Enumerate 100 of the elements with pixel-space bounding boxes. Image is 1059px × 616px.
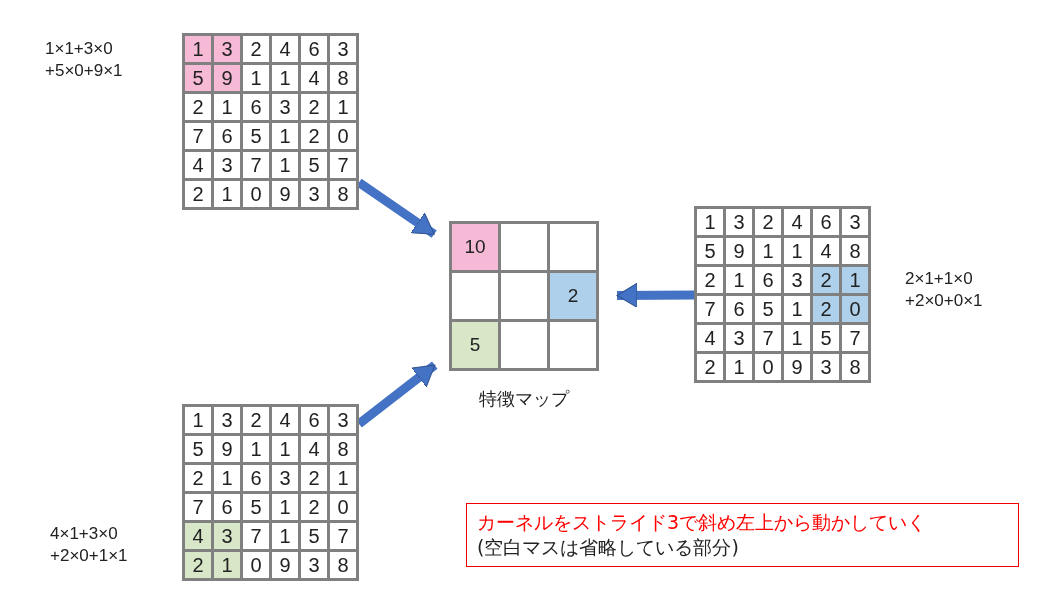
grid-cell: 1 (784, 325, 810, 351)
feature-map-cell (452, 273, 498, 319)
grid-cell: 9 (272, 181, 298, 207)
grid-cell: 1 (272, 494, 298, 520)
grid-cell: 5 (813, 325, 839, 351)
grid-cell: 3 (214, 36, 240, 62)
formula-text: 2×1+1×0 +2×0+0×1 (905, 268, 984, 312)
grid-cell: 3 (784, 267, 810, 293)
grid-cell: 2 (301, 465, 327, 491)
grid-cell: 2 (185, 94, 211, 120)
grid-cell: 3 (301, 552, 327, 578)
grid-cell: 3 (726, 325, 752, 351)
grid-cell: 4 (784, 209, 810, 235)
grid-cell: 9 (214, 436, 240, 462)
feature-map-caption: 特徴マップ (478, 387, 571, 411)
grid-cell: 9 (784, 354, 810, 380)
grid-cell: 4 (272, 407, 298, 433)
grid-cell: 6 (755, 267, 781, 293)
grid-cell: 5 (755, 296, 781, 322)
grid-cell: 5 (301, 152, 327, 178)
grid-cell: 9 (214, 65, 240, 91)
grid-cell: 4 (185, 152, 211, 178)
grid-cell: 1 (755, 238, 781, 264)
grid-cell: 7 (755, 325, 781, 351)
grid-cell: 3 (301, 181, 327, 207)
grid-cell: 2 (813, 267, 839, 293)
feature-map-cell (501, 273, 547, 319)
grid-cell: 1 (784, 238, 810, 264)
grid-cell: 1 (330, 465, 356, 491)
formula-text: 4×1+3×0 +2×0+1×1 (50, 523, 129, 567)
grid-cell: 0 (330, 123, 356, 149)
grid-cell: 7 (185, 123, 211, 149)
grid-cell: 2 (301, 123, 327, 149)
formula-text: 1×1+3×0 +5×0+9×1 (45, 38, 124, 82)
grid-cell: 1 (272, 436, 298, 462)
grid-cell: 6 (813, 209, 839, 235)
grid-cell: 1 (214, 94, 240, 120)
grid-cell: 0 (243, 181, 269, 207)
grid-cell: 1 (272, 65, 298, 91)
grid-cell: 8 (330, 552, 356, 578)
number-grid (182, 33, 359, 210)
grid-cell: 5 (243, 494, 269, 520)
grid-cell: 1 (272, 152, 298, 178)
grid-cell: 3 (214, 523, 240, 549)
grid-cell: 2 (185, 465, 211, 491)
grid-cell: 8 (842, 238, 868, 264)
grid-cell: 7 (185, 494, 211, 520)
grid-cell: 4 (813, 238, 839, 264)
grid-cell: 2 (301, 94, 327, 120)
grid-cell: 2 (185, 181, 211, 207)
block-arrow (616, 282, 695, 308)
grid-cell: 2 (243, 36, 269, 62)
grid-cell: 1 (784, 296, 810, 322)
grid-cell: 1 (185, 407, 211, 433)
feature-map-cell (550, 322, 596, 368)
grid-cell: 3 (272, 94, 298, 120)
grid-cell: 1 (272, 123, 298, 149)
grid-cell: 1 (272, 523, 298, 549)
grid-cell: 3 (214, 407, 240, 433)
grid-cell: 6 (214, 494, 240, 520)
grid-cell: 1 (842, 267, 868, 293)
grid-cell: 3 (842, 209, 868, 235)
grid-cell: 5 (185, 436, 211, 462)
grid-cell: 4 (697, 325, 723, 351)
note-box (466, 503, 1019, 567)
grid-cell: 3 (330, 36, 356, 62)
grid-cell: 4 (272, 36, 298, 62)
grid-cell: 3 (726, 209, 752, 235)
grid-cell: 7 (330, 152, 356, 178)
grid-cell: 2 (813, 296, 839, 322)
grid-cell: 7 (243, 152, 269, 178)
grid-cell: 1 (214, 181, 240, 207)
grid-cell: 3 (272, 465, 298, 491)
grid-cell: 2 (697, 267, 723, 293)
grid-cell: 5 (697, 238, 723, 264)
note-text: (空白マスは省略している部分) (477, 535, 740, 560)
feature-map-cell: 5 (452, 322, 498, 368)
number-grid (182, 404, 359, 581)
feature-map-cell (501, 224, 547, 270)
feature-map-cell (501, 322, 547, 368)
grid-cell: 6 (726, 296, 752, 322)
grid-cell: 4 (185, 523, 211, 549)
grid-cell: 1 (697, 209, 723, 235)
grid-cell: 5 (243, 123, 269, 149)
grid-cell: 9 (272, 552, 298, 578)
grid-cell: 5 (185, 65, 211, 91)
grid-cell: 2 (755, 209, 781, 235)
feature-map-cell (550, 224, 596, 270)
grid-cell: 6 (214, 123, 240, 149)
grid-cell: 3 (330, 407, 356, 433)
grid-cell: 7 (243, 523, 269, 549)
grid-cell: 1 (214, 552, 240, 578)
grid-cell: 4 (301, 65, 327, 91)
grid-cell: 1 (243, 65, 269, 91)
grid-cell: 1 (726, 354, 752, 380)
grid-cell: 0 (243, 552, 269, 578)
grid-cell: 3 (214, 152, 240, 178)
grid-cell: 0 (330, 494, 356, 520)
grid-cell: 6 (301, 36, 327, 62)
grid-cell: 6 (243, 94, 269, 120)
